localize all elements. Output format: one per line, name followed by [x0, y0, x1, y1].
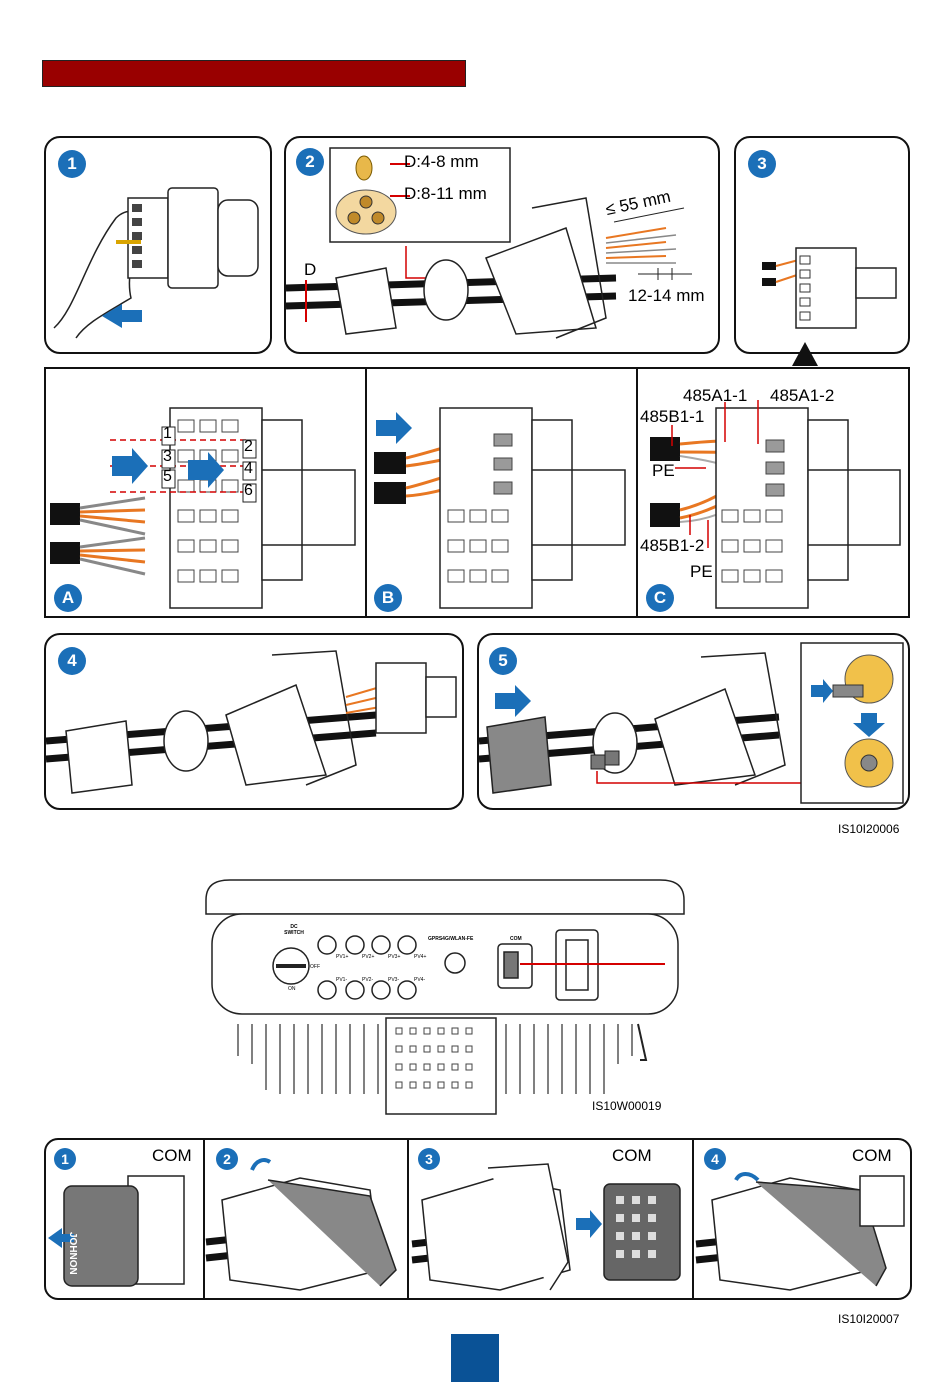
com-step-4-badge: 4: [704, 1148, 726, 1170]
page-marker-square: [451, 1334, 499, 1382]
com-step-2-badge: 2: [216, 1148, 238, 1170]
com-step-4-label: COM: [852, 1146, 892, 1166]
figure-code-3: IS10I20007: [838, 1312, 899, 1326]
com-step-1-label: COM: [152, 1146, 192, 1166]
cover-brand-text: JOHNON: [67, 1232, 78, 1275]
com-step-1-badge: 1: [54, 1148, 76, 1170]
com-step-3-label: COM: [612, 1146, 652, 1166]
com-step-3-badge: 3: [418, 1148, 440, 1170]
